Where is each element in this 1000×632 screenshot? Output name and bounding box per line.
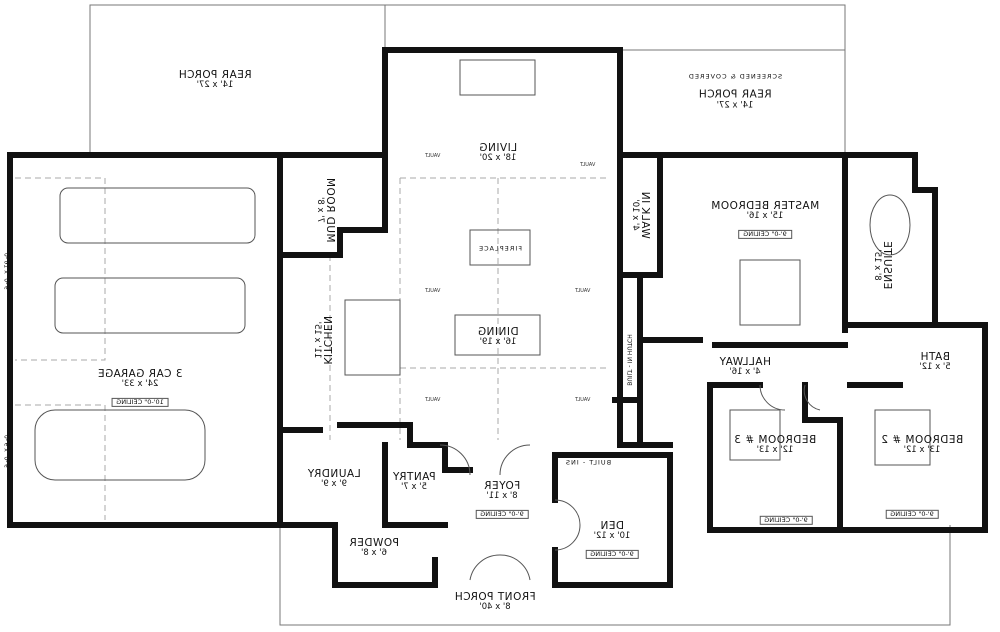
room-dim: 5' x 7' xyxy=(401,482,427,493)
garage-door-1: 9'-0" x 16'-0" xyxy=(2,250,9,290)
room-dim: 14' x 27' xyxy=(716,99,754,110)
room-dim: 8' x 15' xyxy=(871,249,882,281)
ceiling-tag: 10'-0" CEILING xyxy=(111,397,169,408)
room-name: FIREPLACE xyxy=(478,244,522,253)
vault-label: VAULT xyxy=(425,288,441,294)
den-builtins: BUILT - INS xyxy=(564,458,612,467)
vault-label: VAULT xyxy=(425,397,441,403)
sofa xyxy=(459,59,536,96)
ceiling-tag: 9'-0" CEILING xyxy=(885,509,939,520)
fireplace xyxy=(469,229,531,266)
car xyxy=(34,409,206,481)
kitchen-island xyxy=(344,299,401,376)
bedroom-2-ceiling: 9'-0" CEILING xyxy=(885,502,939,520)
ceiling-tag: 9'-0" CEILING xyxy=(585,549,639,560)
room-dim: 5' x 12' xyxy=(919,362,951,373)
master-bed xyxy=(739,259,801,326)
room-name: ENSUITE xyxy=(880,240,893,290)
built-in-hutch: BUILT - IN HUTCH xyxy=(625,334,632,386)
room-dim: 8' x 40' xyxy=(479,602,511,613)
room-dim: 8' x 11' xyxy=(486,490,518,501)
room-dim: 6' x 8' xyxy=(361,548,387,559)
fireplace-label: FIREPLACE xyxy=(478,244,522,253)
room-dim: 10' x 12' xyxy=(593,530,631,541)
room-name: BUILT - IN HUTCH xyxy=(625,334,633,386)
garage-door-2: 9'-0" x 9'-0" xyxy=(2,432,9,468)
room-dim: 16' x 19' xyxy=(479,337,517,348)
vault-label: VAULT xyxy=(575,288,591,294)
room-note: SCREENED & COVERED xyxy=(687,72,783,81)
truck1 xyxy=(59,187,256,244)
bed2 xyxy=(874,409,931,466)
room-name: KITCHEN xyxy=(320,315,333,365)
ceiling-tag: 9'-0" CEILING xyxy=(475,509,529,520)
bed3 xyxy=(729,409,781,461)
room-name: WALK IN xyxy=(638,191,651,239)
ceiling-tag: 9'-0" CEILING xyxy=(759,515,813,526)
vault-label: VAULT xyxy=(580,162,596,168)
room-dim: 24' x 33' xyxy=(121,378,159,389)
truck2 xyxy=(54,277,246,334)
room-name: MUD ROOM xyxy=(323,177,336,243)
room-dim: 14' x 27' xyxy=(196,80,234,91)
tub xyxy=(869,194,911,256)
door-dim: 9'-0" x 16'-0" xyxy=(2,250,10,290)
room-dim: 7' x 8' xyxy=(314,197,325,223)
room-name: REAR PORCH xyxy=(698,88,772,101)
bedroom-3-ceiling: 9'-0" CEILING xyxy=(759,508,813,526)
room-dim: 9' x 9' xyxy=(321,479,347,490)
door-dim: 9'-0" x 9'-0" xyxy=(2,432,10,468)
dining-table xyxy=(454,314,541,356)
front-porch-outline xyxy=(279,525,951,626)
room-dim: 4' x 10' xyxy=(629,199,640,231)
room-dim: 15' x 16' xyxy=(746,210,784,221)
room-dim: 11' x 15' xyxy=(311,321,322,359)
vault-label: VAULT xyxy=(575,397,591,403)
room-dim: 13' x 12' xyxy=(903,445,941,456)
room-dim: 12' x 13' xyxy=(756,445,794,456)
ceiling-tag: 9'-0" CEILING xyxy=(738,229,792,240)
room-dim: 18' x 20' xyxy=(479,153,517,164)
room-dim: 4' x 16' xyxy=(729,367,761,378)
room-note: BUILT - INS xyxy=(564,458,612,467)
vault-label: VAULT xyxy=(425,153,441,159)
